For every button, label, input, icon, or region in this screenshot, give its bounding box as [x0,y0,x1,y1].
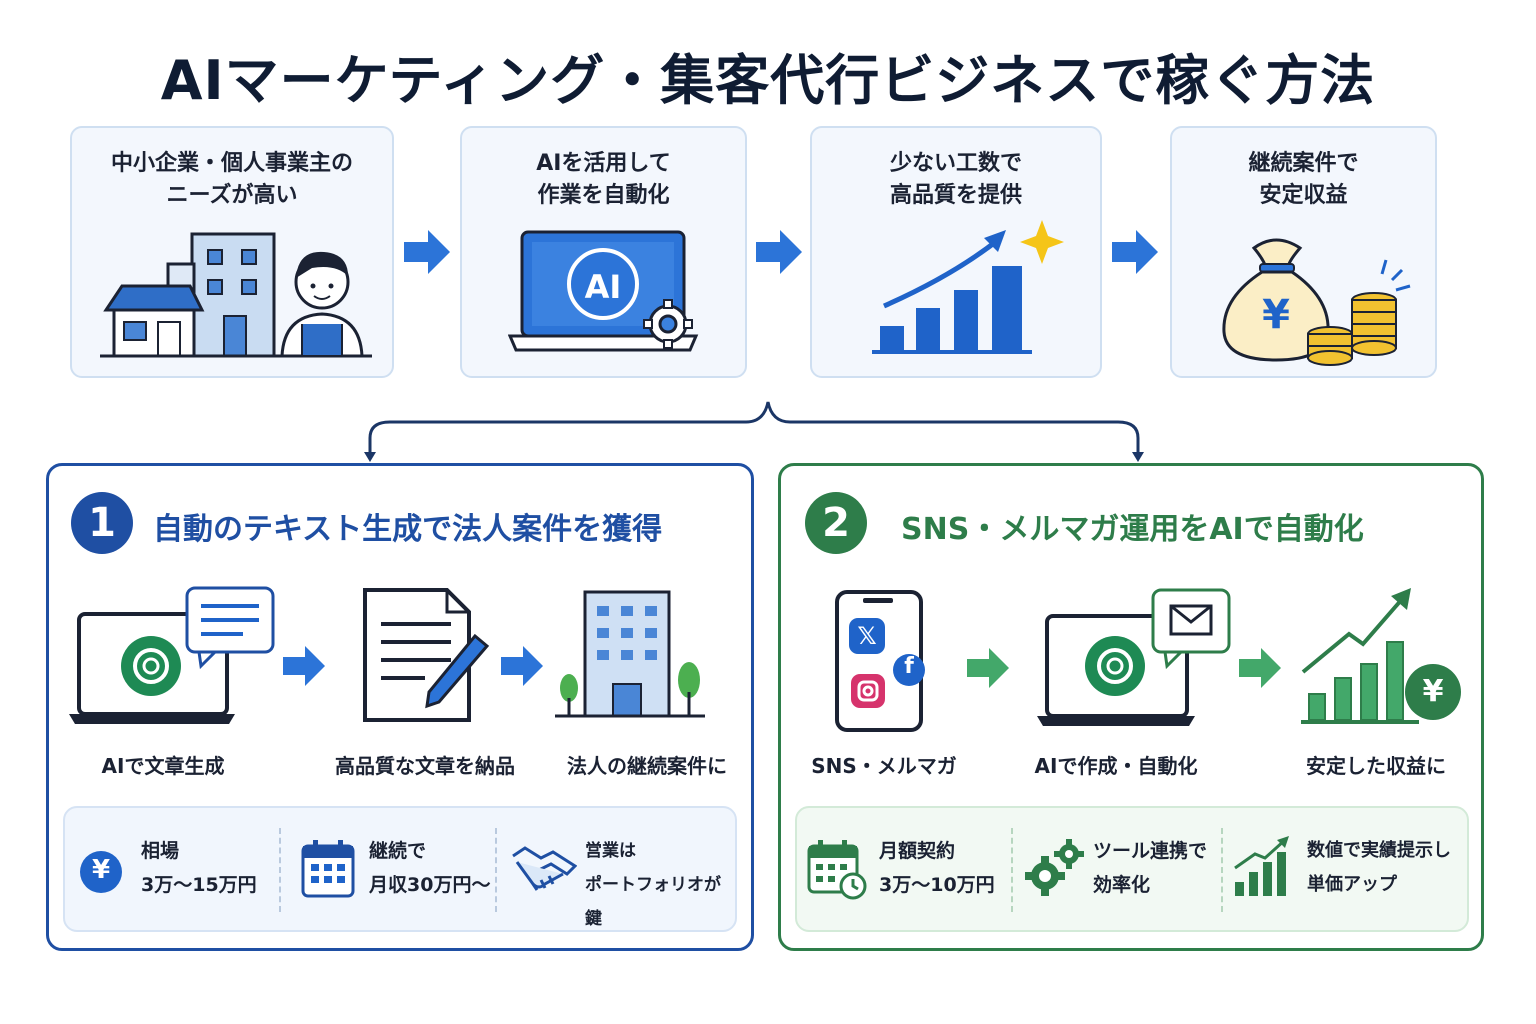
growth-chart-icon [872,220,1064,354]
page-title: AIマーケティング・集客代行ビジネスで稼ぐ方法 [160,49,1376,112]
panel-title: SNS・メルマガ運用をAIで自動化 [901,512,1364,547]
step-caption: AIで文章生成 [101,754,225,778]
flow-step-label: AIを活用して [536,151,671,176]
flow-step-label: 安定収益 [1259,183,1348,208]
yen-icon [80,851,122,893]
info-item: 営業は ポートフォリオが鍵 [585,841,721,929]
ai-laptop-icon: AI [508,228,708,358]
flow-step-revenue: 継続案件で 安定収益 ¥ [1170,126,1437,378]
divider [279,828,281,912]
info-item: 相場 3万〜15万円 [141,840,257,896]
calendar-clock-icon [807,840,867,900]
step-caption: SNS・メルマガ [811,754,957,778]
step-arrow-icon [967,648,1009,688]
step-caption: AIで作成・自動化 [1034,754,1198,778]
yen-symbol: ¥ [1262,292,1290,338]
step-caption: 法人の継続案件に [567,754,727,778]
info-item: 数値で実績提示し 単価アップ [1307,840,1451,895]
panel-text-generation: 1 自動のテキスト生成で法人案件を獲得 [46,463,754,951]
divider [495,828,497,912]
info-item: 継続で 月収30万円〜 [369,840,491,896]
flow-step-label: 高品質を提供 [889,183,1022,208]
handshake-icon [512,846,577,891]
document-pen-icon [363,588,490,722]
small-business-icon [100,232,372,358]
step-arrow-icon [501,646,543,686]
step-arrow-icon [1239,648,1281,688]
yen-symbol: ¥ [1422,674,1444,709]
yen-icon-symbol: ¥ [91,855,111,885]
gears-icon [1025,839,1084,896]
step-caption: 安定した収益に [1306,754,1446,778]
step-caption: 高品質な文章を納品 [335,754,515,778]
flow-step-label: ニーズが高い [166,183,298,208]
divider [1221,828,1223,912]
info-bar: 月額契約 3万〜10万円 ツール連携で 効率化 [795,806,1469,932]
growth-yen-icon: ¥ [1299,582,1469,732]
info-item: 月額契約 3万〜10万円 [879,840,995,896]
flow-arrow-icon [404,230,450,274]
panel-sns-automation: 2 SNS・メルマガ運用をAIで自動化 𝕏 f [778,463,1484,951]
flow-step-automation: AIを活用して 作業を自動化 AI [460,126,747,378]
flow-step-needs: 中小企業・個人事業主の ニーズが高い [70,126,394,378]
calendar-icon [301,840,355,898]
panel-number-badge: 2 [805,492,867,554]
info-item: ツール連携で 効率化 [1093,840,1208,896]
office-building-icon [555,590,705,718]
flow-step-quality: 少ない工数で 高品質を提供 [810,126,1102,378]
ai-label: AI [584,268,622,306]
chatgpt-mail-laptop-icon [1037,588,1231,726]
money-bag-icon: ¥ [1216,228,1416,368]
growth-bars-icon [1234,836,1289,896]
flow-arrow-icon [1112,230,1158,274]
facebook-icon: f [904,654,914,679]
panel-number-badge: 1 [71,492,133,554]
flow-arrow-icon [756,230,802,274]
divider [1011,828,1013,912]
brace-connector [364,401,1144,462]
smartphone-sns-icon: 𝕏 f [831,588,931,734]
flow-step-label: 少ない工数で [889,151,1022,176]
info-bar: ¥ 相場 3万〜15万円 継続で 月収30万円〜 営業は ポートフォリ [63,806,737,932]
panel-title: 自動のテキスト生成で法人案件を獲得 [153,512,663,547]
x-logo-icon: 𝕏 [857,622,877,650]
flow-step-label: 継続案件で [1248,151,1359,176]
step-arrow-icon [283,646,325,686]
chatgpt-laptop-icon [69,586,275,724]
flow-step-label: 中小企業・個人事業主の [110,151,353,176]
flow-step-label: 作業を自動化 [537,183,670,208]
